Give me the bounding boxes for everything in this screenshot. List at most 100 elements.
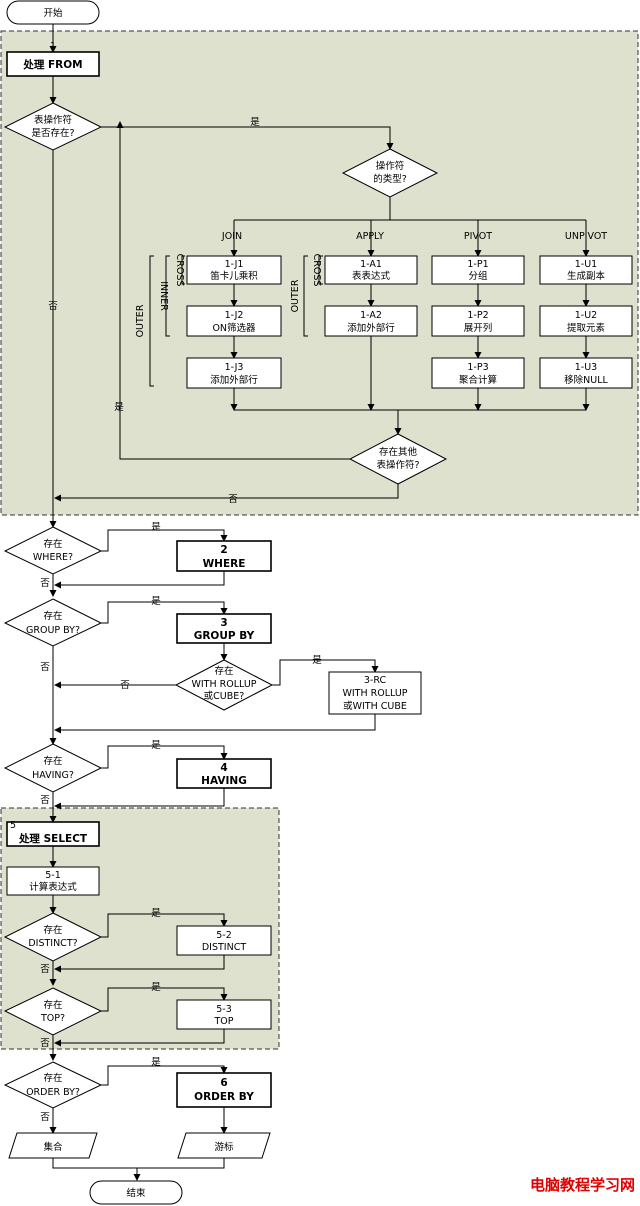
step-1-j2-text: ON筛选器 [212,322,256,334]
rollup-cube-exists-diamond [174,659,274,711]
no-label-top: 否 [40,1038,50,1049]
step-1-u3-text: 移除NULL [564,374,608,386]
step-5-2-box [176,925,272,956]
step-1-label: 处理 FROM [22,58,82,71]
apply-cross-label: CROSS [311,254,322,287]
step-1-from-box [6,51,100,77]
rollup-exists-line2: WITH ROLLUP [191,679,256,690]
join-outer-bracket [149,255,154,387]
operator-type-diamond [341,148,439,198]
output-set-label: 集合 [43,1141,63,1153]
no-label-where: 否 [40,578,50,589]
step-1-a2-text: 添加外部行 [347,322,395,334]
start-terminal [6,0,100,25]
step-4-number: 4 [220,762,227,774]
step-3-number: 3 [220,617,227,629]
end-label: 结束 [126,1187,146,1199]
yes-label-distinct: 是 [151,908,161,919]
step-2-number: 2 [220,544,227,556]
step-5-label: 处理 SELECT [18,832,88,845]
step-3-label: GROUP BY [194,630,255,642]
join-cross-bracket [181,255,185,285]
distinct-exists-line1: 存在 [43,924,62,936]
apply-outer-bracket [303,255,308,337]
step-1-j3-id: 1-J3 [225,362,244,373]
apply-cross-bracket [318,255,323,285]
step-1-u1-box [539,255,633,285]
no-label-table-op: 否 [48,301,58,312]
step-3-rc-line3: 或WITH CUBE [343,700,407,712]
step-1-u1-id: 1-U1 [575,259,597,270]
groupby-exists-diamond [3,598,103,647]
step-1-p2-text: 展开列 [464,322,493,334]
step-1-p3-text: 聚合计算 [459,374,497,386]
step-4-label: HAVING [201,775,247,787]
join-outer-label: OUTER [135,304,146,337]
step-5-3-box [176,999,272,1030]
step-1-p1-text: 分组 [468,270,488,282]
yes-label-rollup: 是 [312,655,322,666]
end-terminal [89,1180,183,1205]
step-1-j2-box [186,305,282,337]
having-exists-diamond [3,743,103,793]
step-5-3-text: TOP [213,1016,233,1027]
yes-label-top: 是 [151,982,161,993]
type-pivot-label: PIVOT [464,231,492,242]
step-1-a2-box [324,305,418,337]
top-exists-line2: TOP? [40,1013,65,1024]
step-1-j2-id: 1-J2 [225,310,244,321]
step-6-orderby-box [176,1072,272,1108]
where-exists-diamond [3,526,103,575]
step-4-having-box [176,758,272,789]
step-1-p2-id: 1-P2 [467,310,488,321]
orderby-exists-line1: 存在 [43,1072,62,1084]
step-1-a2-id: 1-A2 [360,310,382,321]
step-1-a1-id: 1-A1 [360,259,382,270]
having-exists-line1: 存在 [43,755,62,767]
orderby-exists-diamond [3,1061,103,1109]
output-cursor-label: 游标 [214,1141,234,1153]
yes-label-table-op: 是 [250,117,260,128]
yes-label-other-op: 是 [114,402,124,413]
step-1-u3-box [539,357,633,389]
yes-label-orderby: 是 [151,1057,161,1068]
no-label-groupby: 否 [40,662,50,673]
step-1-p3-id: 1-P3 [467,362,488,373]
operator-type-line1: 操作符 [376,160,405,172]
no-label-having: 否 [40,795,50,806]
having-exists-line2: HAVING? [32,770,74,781]
step-1-j1-box [186,255,282,285]
where-exists-line2: WHERE? [33,552,73,563]
edge-labels: 是 否 是 否 是 否 是 否 是 否 是 否 是 否 是 否 是 否 [40,117,322,1123]
apply-outer-label: OUTER [290,279,301,312]
step-5-select-box [6,821,100,847]
step-6-number: 6 [220,1077,227,1089]
type-join-label: JOIN [221,231,242,242]
output-set-parallelogram [8,1132,98,1159]
step-3-rc-line2: WITH ROLLUP [342,688,407,699]
step-1-j1-text: 笛卡儿乘积 [210,270,258,282]
step-5-1-text: 计算表达式 [29,881,77,893]
yes-label-having: 是 [151,740,161,751]
top-exists-line1: 存在 [43,999,62,1011]
step-1-u2-box [539,305,633,337]
step-1-a1-box [324,255,418,285]
distinct-exists-line2: DISTINCT? [28,938,77,949]
join-inner-bracket [165,255,170,337]
watermark: 电脑教程学习网 [530,1176,635,1194]
step-2-label: WHERE [203,558,246,570]
step-5-1-id: 5-1 [45,870,61,881]
step-1-u2-id: 1-U2 [575,310,597,321]
step-1-u2-text: 提取元素 [567,322,606,334]
step-5-1-box [6,866,100,896]
distinct-exists-diamond [3,912,103,962]
step-1-u1-text: 生成副本 [567,270,606,282]
other-operator-line2: 表操作符? [376,459,419,471]
step-3-groupby-box [176,613,272,644]
type-apply-label: APPLY [356,231,384,242]
step-3-rc-box [328,671,422,715]
type-unpivot-label: UNPIVOT [565,231,607,242]
rollup-exists-line1: 存在 [214,665,233,677]
connectors [49,24,590,1181]
